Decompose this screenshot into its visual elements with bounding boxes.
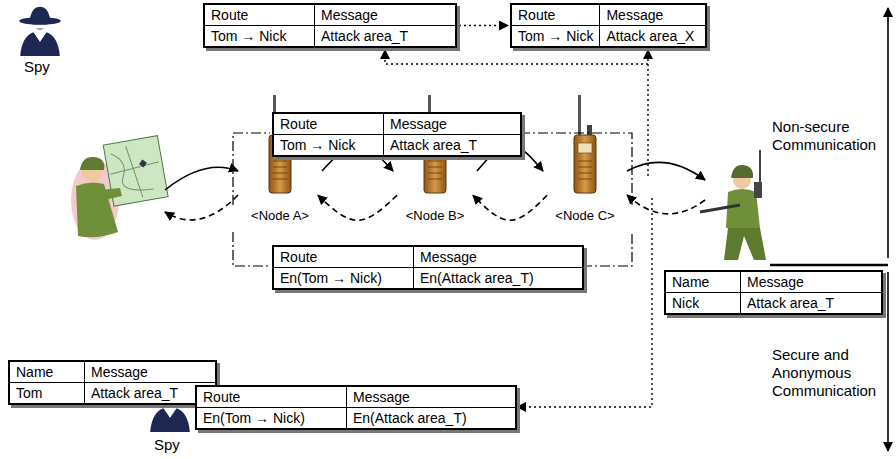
- table-cell: Nick: [666, 293, 741, 313]
- table-cell: En(Tom → Nick): [274, 268, 414, 288]
- table-cell: Message: [85, 362, 215, 383]
- spy-label: Spy: [24, 58, 50, 76]
- table-cell: Message: [315, 5, 455, 26]
- table-frame: NameMessageNickAttack area_T: [664, 270, 883, 315]
- node-label: <Node C>: [553, 208, 616, 223]
- message-table: RouteMessageEn(Tom → Nick)En(Attack area…: [272, 245, 584, 290]
- node-label: <Node A>: [249, 208, 311, 223]
- table-cell: Route: [512, 5, 600, 26]
- table-frame: RouteMessageTom → NickAttack area_T: [203, 3, 457, 48]
- table-cell: Message: [414, 247, 582, 268]
- table-frame: RouteMessageEn(Tom → Nick)En(Attack area…: [272, 245, 584, 290]
- table-cell: Attack area_T: [384, 135, 520, 155]
- table-cell: Route: [274, 247, 414, 268]
- table-cell: Route: [205, 5, 315, 26]
- table-cell: Attack area_X: [600, 26, 705, 46]
- table-cell: Tom → Nick: [512, 26, 600, 46]
- connector: [318, 195, 397, 220]
- table-cell: Route: [274, 114, 384, 135]
- table-frame: RouteMessageEn(Tom → Nick)En(Attack area…: [195, 385, 517, 430]
- table-cell: Tom → Nick: [274, 135, 384, 155]
- table-frame: RouteMessageTom → NickAttack area_T: [272, 112, 522, 157]
- message-table: RouteMessageTom → NickAttack area_X: [510, 3, 707, 48]
- table-cell: Message: [741, 272, 881, 293]
- spy-label: Spy: [154, 436, 180, 454]
- node-label: <Node B>: [404, 208, 467, 223]
- table-cell: En(Attack area_T): [347, 408, 515, 428]
- table-frame: RouteMessageTom → NickAttack area_X: [510, 3, 707, 48]
- relay-node: <Node B>: [395, 90, 475, 225]
- relay-node: <Node A>: [240, 90, 320, 225]
- table-cell: Tom → Nick: [205, 26, 315, 46]
- table-cell: Attack area_T: [741, 293, 881, 313]
- zone-label: Secure and Anonymous Communication: [772, 346, 882, 400]
- message-table: NameMessageNickAttack area_T: [664, 270, 883, 315]
- table-cell: Message: [600, 5, 705, 26]
- zone-label: Non-secure Communication: [772, 118, 882, 154]
- message-table: RouteMessageEn(Tom → Nick)En(Attack area…: [195, 385, 517, 430]
- relay-node: <Node C>: [545, 90, 625, 225]
- table-cell: Name: [10, 362, 85, 383]
- connector: [473, 195, 547, 220]
- message-table: NameMessageTomAttack area_T: [8, 360, 217, 405]
- table-cell: Tom: [10, 383, 85, 403]
- table-cell: En(Attack area_T): [414, 268, 582, 288]
- table-cell: Route: [197, 387, 347, 408]
- message-table: RouteMessageTom → NickAttack area_T: [272, 112, 522, 157]
- table-cell: Message: [384, 114, 520, 135]
- table-cell: Message: [347, 387, 515, 408]
- table-cell: Attack area_T: [315, 26, 455, 46]
- table-frame: NameMessageTomAttack area_T: [8, 360, 217, 405]
- table-cell: Name: [666, 272, 741, 293]
- message-table: RouteMessageTom → NickAttack area_T: [203, 3, 457, 48]
- connector: [459, 25, 508, 27]
- table-cell: En(Tom → Nick): [197, 408, 347, 428]
